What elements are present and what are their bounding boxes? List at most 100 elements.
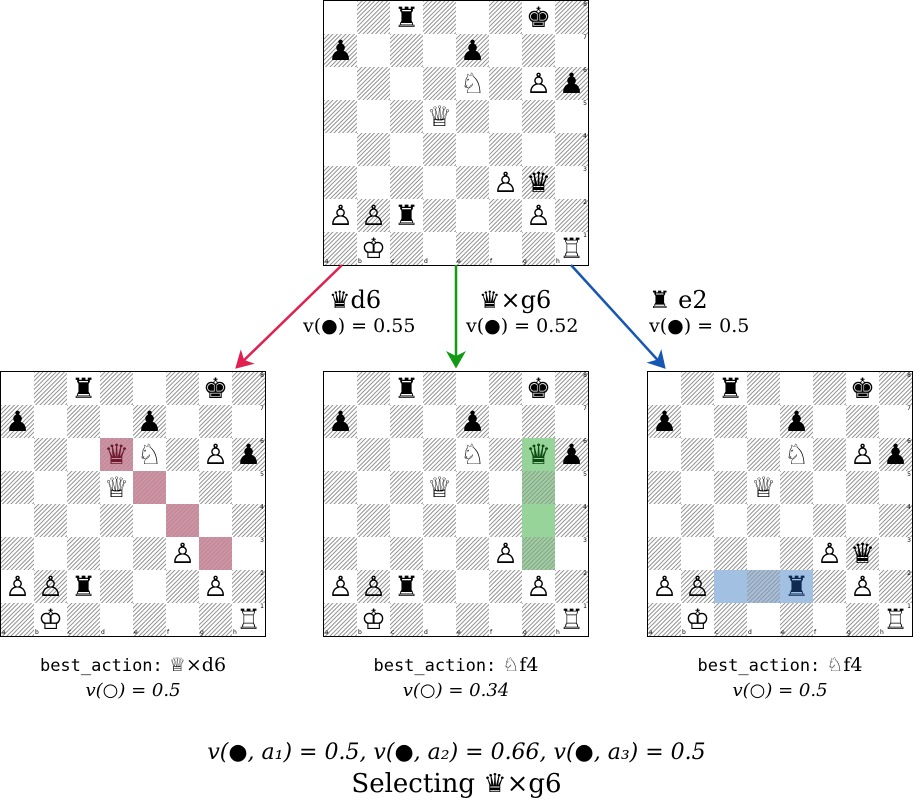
- square-g4: [199, 504, 232, 537]
- square-a8: [324, 1, 357, 34]
- file-label: c: [68, 629, 72, 636]
- square-h7: 7: [555, 405, 588, 438]
- black-king-icon: ♚: [525, 1, 552, 34]
- action-values: v(●, a₁) = 0.5, v(●, a₂) = 0.66, v(●, a₃…: [207, 740, 706, 765]
- square-h5: 5: [232, 471, 265, 504]
- best-action-caption-2: best_action: ♘f4 v(○) = 0.34: [323, 652, 589, 703]
- summary: v(●, a₁) = 0.5, v(●, a₂) = 0.66, v(●, a₃…: [0, 738, 913, 800]
- best-action-label: best_action:: [39, 656, 163, 676]
- square-c5: [67, 471, 100, 504]
- rank-label: 6: [907, 438, 911, 445]
- square-b2: ♙: [357, 199, 390, 232]
- rank-label: 7: [907, 405, 911, 412]
- square-h4: 4: [879, 504, 912, 537]
- square-h7: 7: [232, 405, 265, 438]
- rank-label: 5: [583, 471, 587, 478]
- square-h3: 3: [879, 537, 912, 570]
- black-rook-icon: ♜: [393, 372, 420, 405]
- square-e3: [133, 537, 166, 570]
- square-g1: g: [199, 603, 232, 636]
- square-e8: [456, 1, 489, 34]
- square-b4: [681, 504, 714, 537]
- rank-label: 7: [583, 405, 587, 412]
- square-f4: [166, 504, 199, 537]
- square-e3: [780, 537, 813, 570]
- square-e3: [456, 166, 489, 199]
- square-b1: ♔b: [34, 603, 67, 636]
- square-f6: [166, 438, 199, 471]
- file-label: b: [358, 258, 362, 265]
- square-d4: [423, 133, 456, 166]
- black-queen-icon: ♛: [849, 537, 876, 570]
- square-a2: ♙: [648, 570, 681, 603]
- black-queen-icon: ♛: [479, 286, 501, 314]
- square-h6: ♟6: [879, 438, 912, 471]
- black-pawn-icon: ♟: [4, 405, 31, 438]
- value-label: v(●) = 0.5: [649, 315, 750, 337]
- square-g4: [522, 133, 555, 166]
- square-c4: [714, 504, 747, 537]
- best-action-label: best_action:: [697, 656, 821, 676]
- square-f7: [489, 405, 522, 438]
- square-d4: [100, 504, 133, 537]
- square-b6: [357, 438, 390, 471]
- white-pawn-icon: ♙: [492, 166, 519, 199]
- square-c7: [714, 405, 747, 438]
- rank-label: 2: [260, 570, 264, 577]
- square-f2: [489, 199, 522, 232]
- square-c6: [714, 438, 747, 471]
- white-queen-icon: ♕: [750, 471, 777, 504]
- square-e6: ♘: [456, 67, 489, 100]
- square-f1: f: [813, 603, 846, 636]
- square-e8: [780, 372, 813, 405]
- square-f4: [813, 504, 846, 537]
- square-d3: [423, 166, 456, 199]
- rank-label: 2: [583, 199, 587, 206]
- white-pawn-icon: ♙: [492, 537, 519, 570]
- value-label: v(●) = 0.52: [466, 315, 579, 337]
- file-label: g: [523, 258, 527, 265]
- square-b5: [34, 471, 67, 504]
- square-e4: [456, 133, 489, 166]
- black-queen-icon: ♛: [329, 286, 351, 314]
- square-e7: ♟: [780, 405, 813, 438]
- square-c1: c: [390, 232, 423, 265]
- square-a3: [324, 166, 357, 199]
- black-rook-icon: ♜: [393, 199, 420, 232]
- square-g1: g: [522, 603, 555, 636]
- black-king-icon: ♚: [202, 372, 229, 405]
- square-c8: ♜: [67, 372, 100, 405]
- square-e4: [456, 504, 489, 537]
- white-queen-icon: ♕: [168, 654, 186, 676]
- file-label: b: [682, 629, 686, 636]
- file-label: b: [35, 629, 39, 636]
- square-d3: [747, 537, 780, 570]
- white-queen-icon: ♕: [426, 100, 453, 133]
- square-h6: ♟6: [555, 67, 588, 100]
- square-b4: [34, 504, 67, 537]
- square-g7: [522, 405, 555, 438]
- square-h3: 3: [232, 537, 265, 570]
- square-c5: [390, 471, 423, 504]
- rank-label: 4: [907, 504, 911, 511]
- rank-label: 8: [583, 372, 587, 379]
- square-b3: [681, 537, 714, 570]
- opponent-value: v(○) = 0.5: [732, 680, 828, 701]
- white-pawn-icon: ♙: [525, 570, 552, 603]
- square-e5: [780, 471, 813, 504]
- square-c8: ♜: [390, 1, 423, 34]
- square-g5: [522, 100, 555, 133]
- square-e8: [133, 372, 166, 405]
- square-d6: [423, 67, 456, 100]
- white-pawn-icon: ♙: [849, 438, 876, 471]
- square-a4: [324, 133, 357, 166]
- square-a3: [648, 537, 681, 570]
- file-label: b: [358, 629, 362, 636]
- square-h6: ♟6: [232, 438, 265, 471]
- square-g2: ♙: [522, 570, 555, 603]
- square-h4: 4: [232, 504, 265, 537]
- square-g3: [522, 537, 555, 570]
- square-e5: [133, 471, 166, 504]
- file-label: h: [880, 629, 884, 636]
- white-pawn-icon: ♙: [849, 570, 876, 603]
